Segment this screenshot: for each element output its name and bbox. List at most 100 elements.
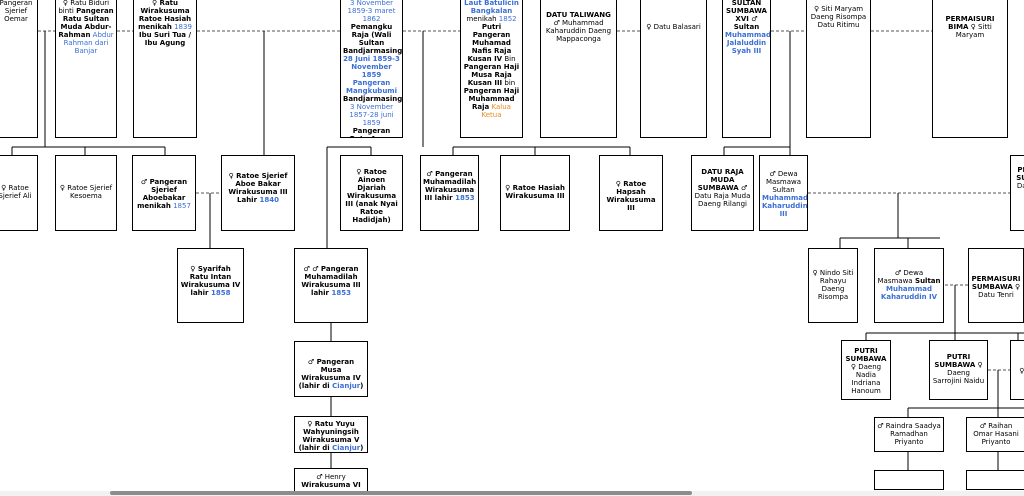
person-text: Pangeran Haji Musa Raja Kusan III — [463, 63, 520, 87]
person-box-27[interactable]: ♂ Pangeran Musa Wirakusuma IV (lahir di … — [294, 341, 368, 397]
person-text: 28 Juni 1859-3 November 1859 — [343, 55, 400, 79]
person-box-1[interactable]: Pangeran Sjerief Oemar — [0, 0, 38, 138]
person-text: PER SU — [1016, 166, 1024, 182]
person-text: Bandjarmasing — [343, 95, 403, 103]
person-text: ♂ Dewa Masmawa Sultan — [765, 170, 802, 194]
person-box-17[interactable]: ♀ Ratoe Hasiah Wirakusuma III — [500, 155, 570, 231]
person-box-7[interactable]: ♀ Datu Balasari — [640, 0, 707, 138]
person-box-33[interactable]: ♂ Raihan Omar Hasani Priyanto — [966, 417, 1024, 452]
person-text: 1839 — [171, 23, 192, 31]
person-text: ♀ Ratu Yuyu Wahyuningsih Wirakusuma V (l… — [298, 420, 360, 452]
person-text: ♂ Muhammad Kaharuddin Daeng Mappaconga — [545, 19, 612, 43]
person-text: ♂ Henry — [316, 473, 346, 481]
person-text: ♀ Nindo Siti Rahayu Daeng Risompa — [812, 269, 854, 301]
person-text: Abdur Rahman dari Banjar — [63, 31, 114, 55]
person-text: ♂ Dewa Masmawa — [877, 269, 924, 285]
person-box-20[interactable]: ♂ Dewa Masmawa Sultan Muhammad Kaharuddi… — [759, 155, 808, 231]
person-text: Muhammad Jalaluddin Syah III — [725, 31, 771, 55]
person-text: Cianjur — [329, 382, 361, 390]
person-box-21[interactable]: PER SU K Da P — [1010, 155, 1024, 231]
person-text: Pangeran Haji Muhammad Raja — [463, 87, 520, 111]
person-box-11[interactable]: ♀ Ratoe Sjerief Ali — [0, 155, 38, 231]
person-text: ♀ Ratoe Sjerief Kesoema — [59, 184, 113, 200]
person-box-4[interactable]: 3 November 1859-3 maret 1862 Pemangku Ra… — [340, 0, 403, 138]
person-text: ) — [360, 444, 364, 452]
person-text: ♀ Ratoe Hasiah Wirakusuma III — [505, 184, 565, 200]
person-text: ♂ Sultan — [733, 15, 760, 31]
person-text: Pangeran Ratu Anom — [350, 127, 393, 137]
person-box-29[interactable]: PUTRI SUMBAWA ♀ Daeng Sarrojini Naidu — [929, 340, 988, 400]
person-box-25[interactable]: ♂ Dewa Masmawa Sultan Muhammad Kaharuddi… — [874, 248, 944, 323]
person-box-14[interactable]: ♀ Ratoe Sjerief Aboe Bakar Wirakusuma II… — [221, 155, 295, 231]
person-text: ♀ Ratoe Hapsah Wirakusuma III — [606, 180, 656, 212]
person-text: Wirakusuma VI — [301, 481, 361, 489]
person-text: Bin — [502, 55, 516, 63]
person-text: 1853 — [452, 194, 475, 202]
person-box-15[interactable]: ♀ Ratoe Ainoen Djariah Wirakusuma III (a… — [340, 155, 403, 231]
person-text: ♂ Raindra Saadya Ramadhan Priyanto — [877, 422, 941, 446]
person-text: ♀ Siti Maryam Daeng Risompa Datu Ritimu — [810, 5, 867, 29]
person-box-3[interactable]: ♀ Ratu Wirakusuma Ratoe Hasiah menikah 1… — [133, 0, 197, 138]
person-text: ♀ Ratoe Sjerief Aboe Bakar Wirakusuma II… — [228, 172, 288, 204]
person-text: ♀ Ratu Wirakusuma Ratoe Hasiah menikah — [138, 0, 192, 31]
person-box-24[interactable]: ♀ Nindo Siti Rahayu Daeng Risompa — [808, 248, 858, 323]
person-text: 3 November 1859-3 maret 1862 — [347, 0, 396, 23]
person-text: DATU RAJA MUDA SUMBAWA — [697, 168, 744, 192]
person-text: Muhammad Kaharuddin IV — [880, 285, 938, 301]
person-box-26[interactable]: PERMAISURI SUMBAWA ♀ Datu Tenri — [968, 248, 1024, 323]
person-text: Laut Batulicin Bangkalan — [464, 0, 519, 15]
person-box-36[interactable] — [966, 470, 1024, 490]
person-text: ♂ Pangeran Musa Wirakusuma IV (lahir di — [298, 358, 361, 390]
person-box-32[interactable]: ♂ Raindra Saadya Ramadhan Priyanto — [874, 417, 944, 452]
person-text: Ibu Suri Tua / Ibu Agung — [138, 31, 192, 47]
person-text: DATU TALIWANG — [546, 11, 611, 19]
person-text: PERMAISURI BIMA — [945, 15, 995, 31]
person-text: PUTRI SUMBAWA — [845, 347, 887, 363]
person-text: ♀ Syarifah Ratu Intan Wirakusuma IV lahi… — [180, 265, 241, 297]
person-box-5[interactable]: Laut Batulicin Bangkalan menikah 1852 Pu… — [460, 0, 523, 138]
person-text: ♀ Datu Balasari — [646, 23, 701, 31]
person-box-12[interactable]: ♀ Ratoe Sjerief Kesoema — [55, 155, 117, 231]
person-box-19[interactable]: DATU RAJA MUDA SUMBAWA ♂ Datu Raja Muda … — [691, 155, 754, 231]
person-text: Pangeran Ratu Sultan Muda Abdur-Rahman — [58, 7, 114, 39]
person-box-9[interactable]: ♀ Siti Maryam Daeng Risompa Datu Ritimu — [806, 0, 871, 138]
person-text: ♀ Ratoe Ainoen Djariah Wirakusuma III (a… — [345, 168, 398, 224]
person-text: Pangeran Sjerief Oemar — [0, 0, 33, 23]
person-box-8[interactable]: SULTAN SUMBAWA XVI ♂ Sultan Muhammad Jal… — [722, 0, 771, 138]
person-text: ♂ Pangeran Sjerief Aboebakar menikah — [137, 178, 188, 210]
person-box-18[interactable]: ♀ Ratoe Hapsah Wirakusuma III — [599, 155, 663, 231]
person-text: bin — [502, 79, 516, 87]
person-box-10[interactable]: PERMAISURI BIMA ♀ Sitti Maryam — [932, 0, 1008, 138]
person-box-28[interactable]: PUTRI SUMBAWA ♀ Daeng Nadia Indriana Han… — [841, 340, 891, 400]
person-text: menikah — [466, 15, 499, 23]
person-box-16[interactable]: ♂ Pangeran Muhamadilah Wirakusuma III la… — [420, 155, 479, 231]
person-text: ) — [360, 382, 364, 390]
person-text: Sultan — [912, 277, 941, 285]
person-text: Pemangku Raja (Wali Sultan Bandjarmasing… — [343, 23, 403, 55]
person-text: PUTRI SUMBAWA — [934, 353, 976, 369]
person-text: ♀ Ratoe Sjerief Ali — [0, 184, 32, 200]
person-box-30[interactable]: ♀ P — [1010, 340, 1024, 400]
person-box-31[interactable]: ♀ Ratu Yuyu Wahyuningsih Wirakusuma V (l… — [294, 416, 368, 453]
person-text: ♂ Datu Raja Muda Daeng Rilangi — [694, 184, 751, 208]
person-text: 1853 — [329, 289, 351, 297]
person-box-2[interactable]: ♀ Ratu Biduri binti Pangeran Ratu Sultan… — [55, 0, 117, 138]
person-text: 1840 — [257, 196, 279, 204]
person-box-23[interactable]: ♂ ♂ Pangeran Muhamadilah Wirakusuma III … — [294, 248, 368, 323]
person-text: SULTAN SUMBAWA XVI — [726, 0, 767, 23]
person-box-13[interactable]: ♂ Pangeran Sjerief Aboebakar menikah 185… — [132, 155, 196, 231]
person-text: ♀ Daeng Sarrojini Naidu — [932, 361, 985, 385]
person-text: ♂ Raihan Omar Hasani Priyanto — [973, 422, 1019, 446]
person-text: K Da P — [1016, 182, 1024, 190]
person-text: 1852 — [498, 15, 517, 23]
person-text: ♀ P — [1019, 367, 1024, 375]
person-text: ♀ Daeng Nadia Indriana Hanoum — [850, 363, 882, 395]
person-box-22[interactable]: ♀ Syarifah Ratu Intan Wirakusuma IV lahi… — [177, 248, 244, 323]
person-box-35[interactable] — [874, 470, 944, 490]
person-text: ♂ ♂ Pangeran Muhamadilah Wirakusuma III … — [301, 265, 361, 297]
horizontal-scrollbar-thumb[interactable] — [110, 491, 692, 495]
person-text: 3 November 1857-28 juni 1859 — [349, 103, 394, 127]
person-text: Muhammad Kaharuddin III — [762, 194, 808, 218]
person-box-6[interactable]: DATU TALIWANG ♂ Muhammad Kaharuddin Daen… — [540, 0, 617, 138]
